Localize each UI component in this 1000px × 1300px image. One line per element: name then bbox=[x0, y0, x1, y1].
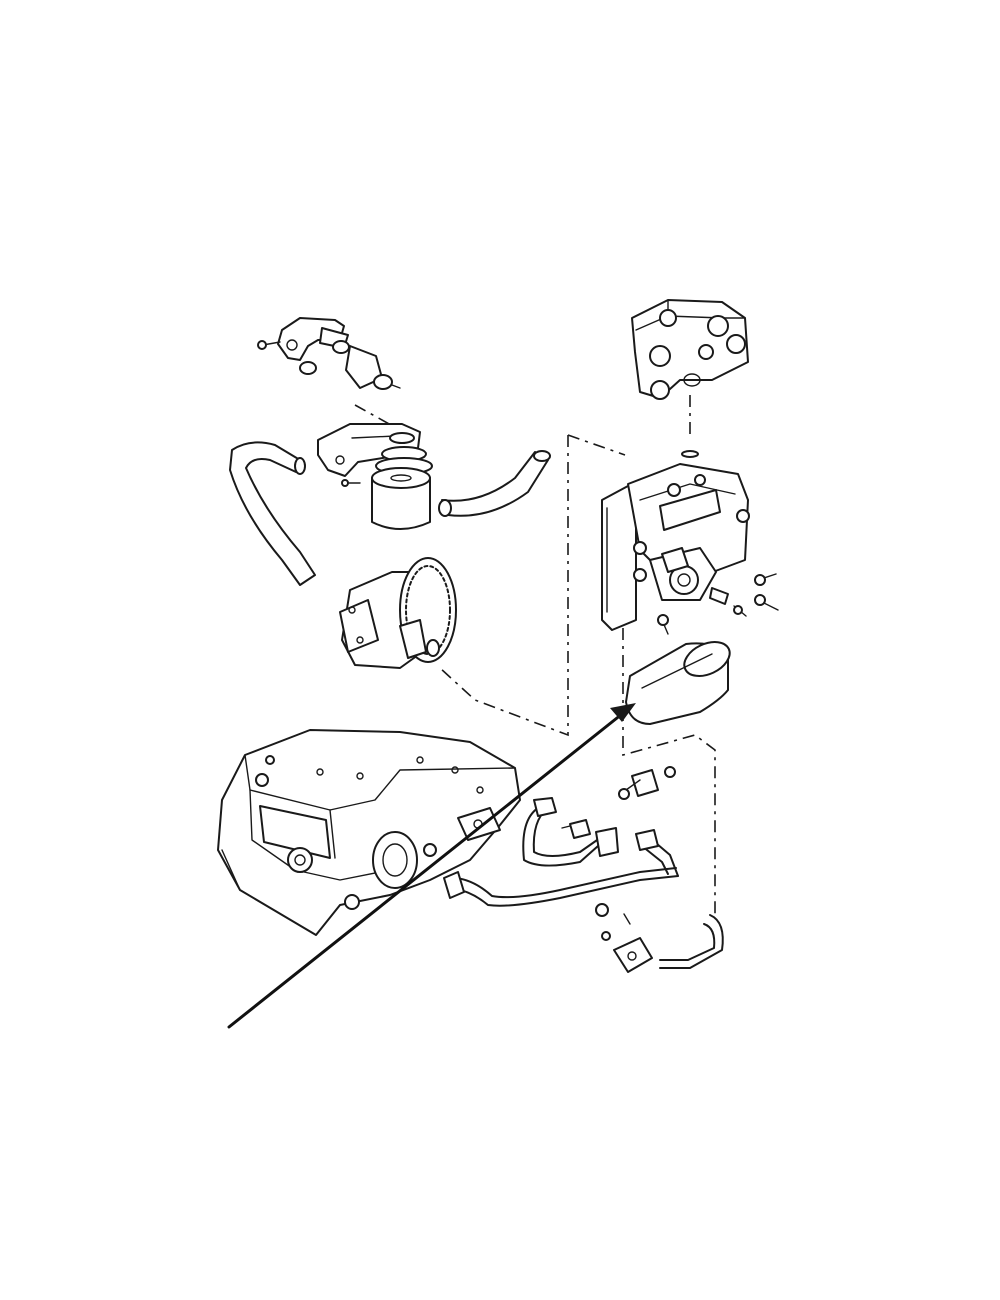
suction-hose-left bbox=[229, 441, 316, 586]
hydraulic-filter-canister bbox=[625, 641, 731, 725]
spin-on-filter-left bbox=[371, 467, 431, 530]
assembly-center-lines bbox=[354, 395, 716, 915]
clip-bracket bbox=[613, 937, 653, 973]
filter-head bbox=[317, 423, 433, 487]
outlet-elbow-pipe bbox=[257, 317, 401, 390]
return-hose bbox=[438, 450, 551, 517]
valve-body-with-gasket bbox=[601, 450, 779, 635]
lift-cover-housing bbox=[217, 729, 521, 936]
hydraulic-pump bbox=[339, 557, 457, 669]
pressure-pipes bbox=[443, 766, 724, 969]
control-valve-block bbox=[631, 299, 749, 400]
pointer-arrow bbox=[227, 703, 636, 1029]
